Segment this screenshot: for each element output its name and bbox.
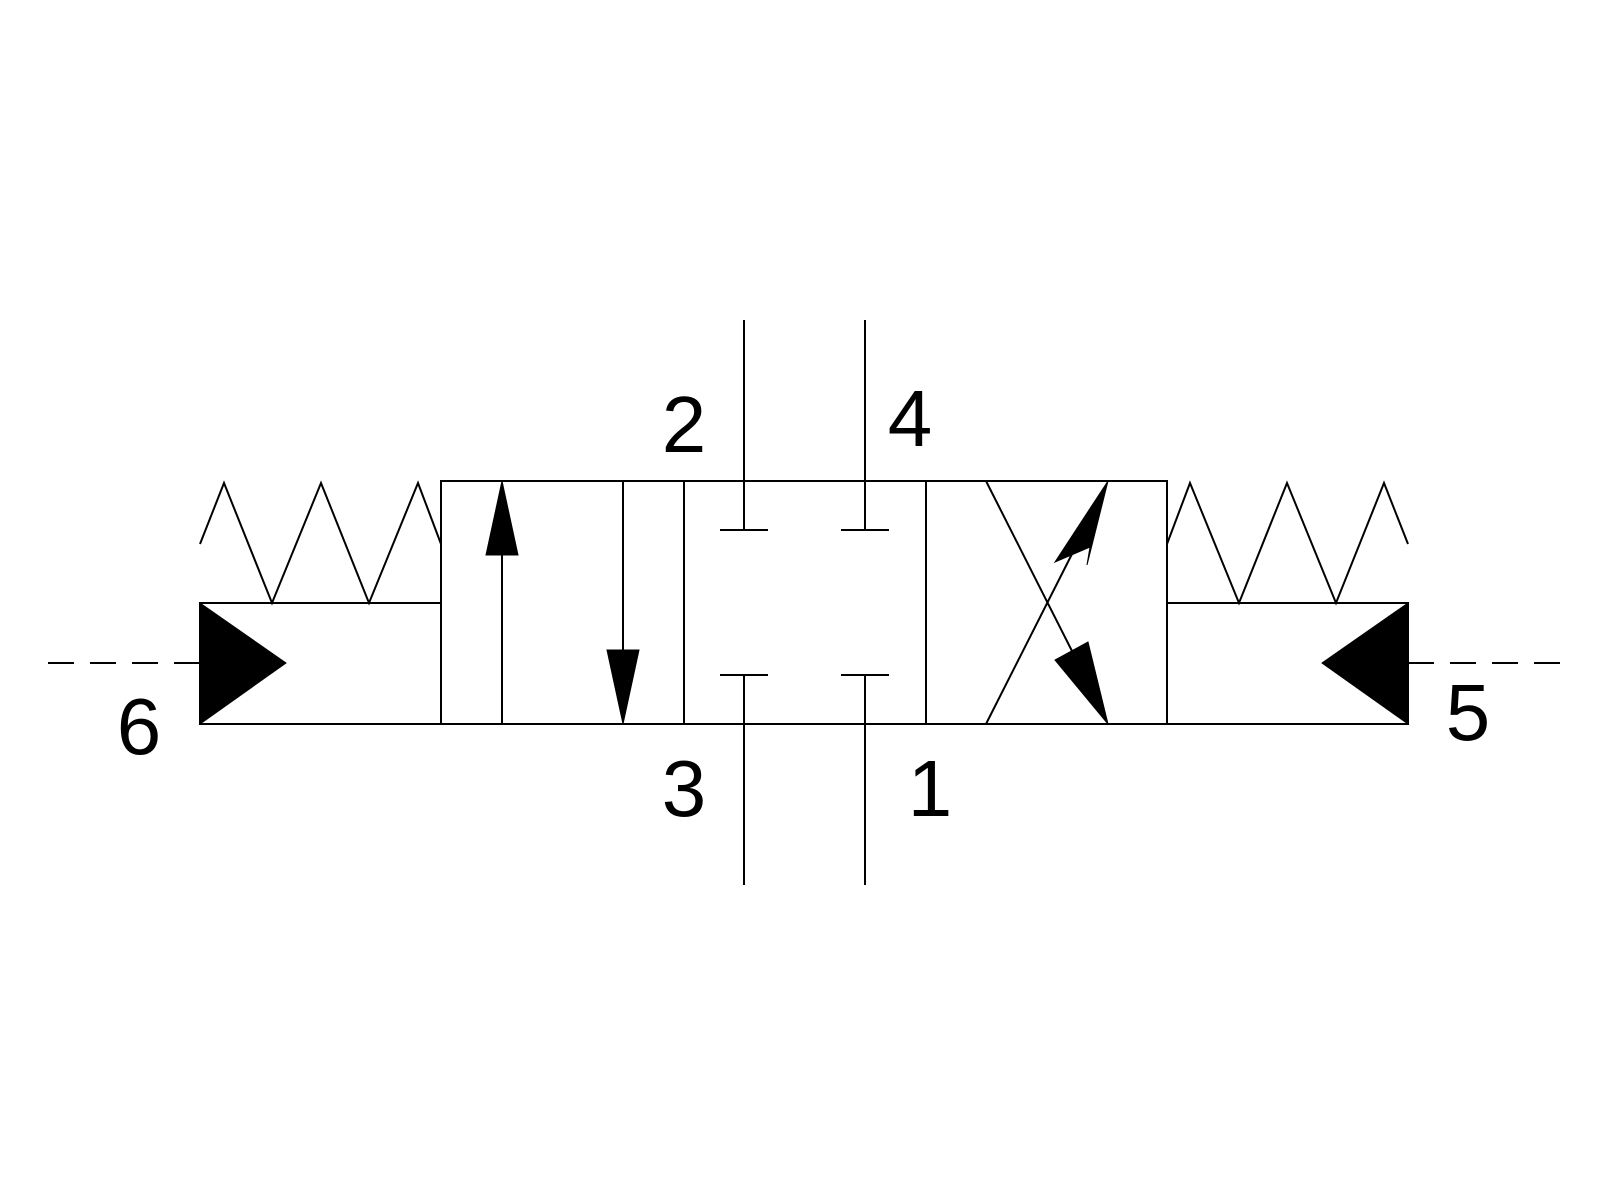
left-actuator	[48, 602, 441, 725]
valve-outline	[440, 480, 1168, 725]
left-pilot-triangle-icon	[199, 602, 287, 725]
arrow-up-icon	[485, 480, 519, 556]
envelope-parallel	[485, 480, 640, 725]
port-lines	[743, 320, 866, 885]
right-pilot-triangle-icon	[1321, 602, 1409, 725]
arrow-down-icon	[606, 649, 640, 725]
envelope-blocked	[720, 481, 889, 724]
port-label-1: 1	[908, 744, 953, 833]
port-label-2: 2	[662, 380, 707, 469]
port-label-4: 4	[888, 374, 933, 463]
envelope-crossed	[985, 480, 1109, 725]
right-spring-icon	[1166, 480, 1409, 606]
cross-arrow-down-icon	[1054, 641, 1109, 725]
left-spring-icon	[199, 480, 442, 606]
right-actuator	[1167, 602, 1560, 725]
port-label-3: 3	[662, 744, 707, 833]
cross-flow-line-up	[985, 551, 1074, 725]
cross-flow-line-down	[985, 480, 1074, 654]
valve-body	[440, 480, 1168, 725]
cross-arrow-up-icon	[1053, 480, 1109, 566]
port-label-6: 6	[117, 682, 162, 771]
port-label-5: 5	[1446, 668, 1491, 757]
